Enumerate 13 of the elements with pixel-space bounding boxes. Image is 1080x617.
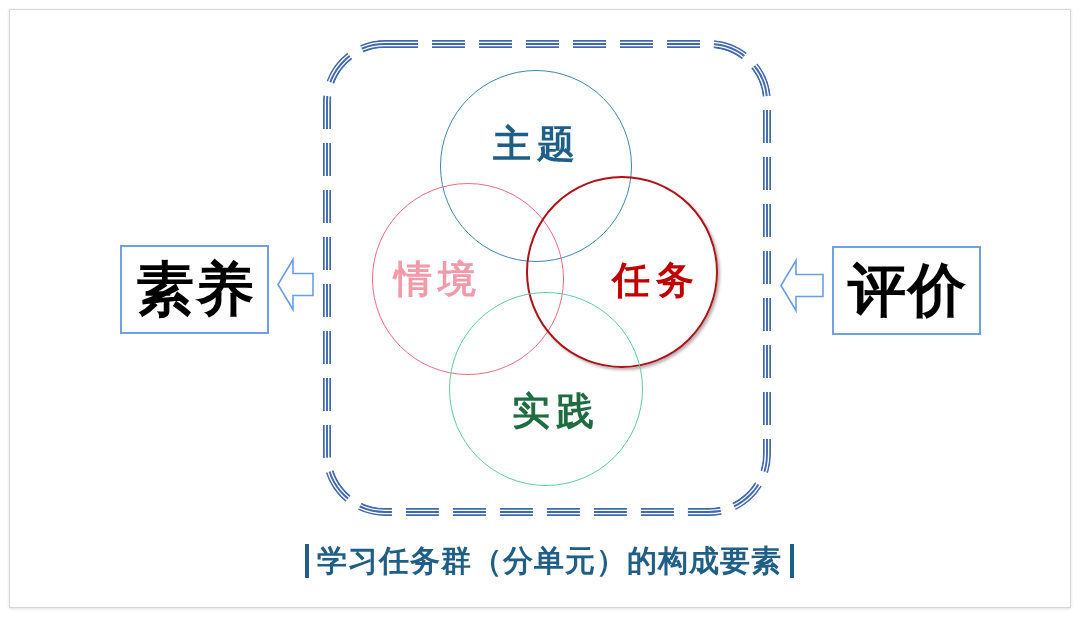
circle-label: 主题 <box>492 123 581 165</box>
circle-label: 情境 <box>391 258 482 300</box>
caption-text: 学习任务群（分单元）的构成要素 <box>316 543 782 579</box>
circle-label: 实践 <box>511 390 600 432</box>
hollow-arrow <box>277 256 314 313</box>
hollow-arrow <box>780 257 824 314</box>
term-label: 素养 <box>134 257 256 322</box>
term-label: 评价 <box>846 258 968 323</box>
term-box <box>832 246 981 335</box>
dashed-frame <box>322 39 772 517</box>
circle-label: 任务 <box>610 259 700 301</box>
term-box <box>120 245 269 334</box>
venn-circle <box>526 176 718 368</box>
